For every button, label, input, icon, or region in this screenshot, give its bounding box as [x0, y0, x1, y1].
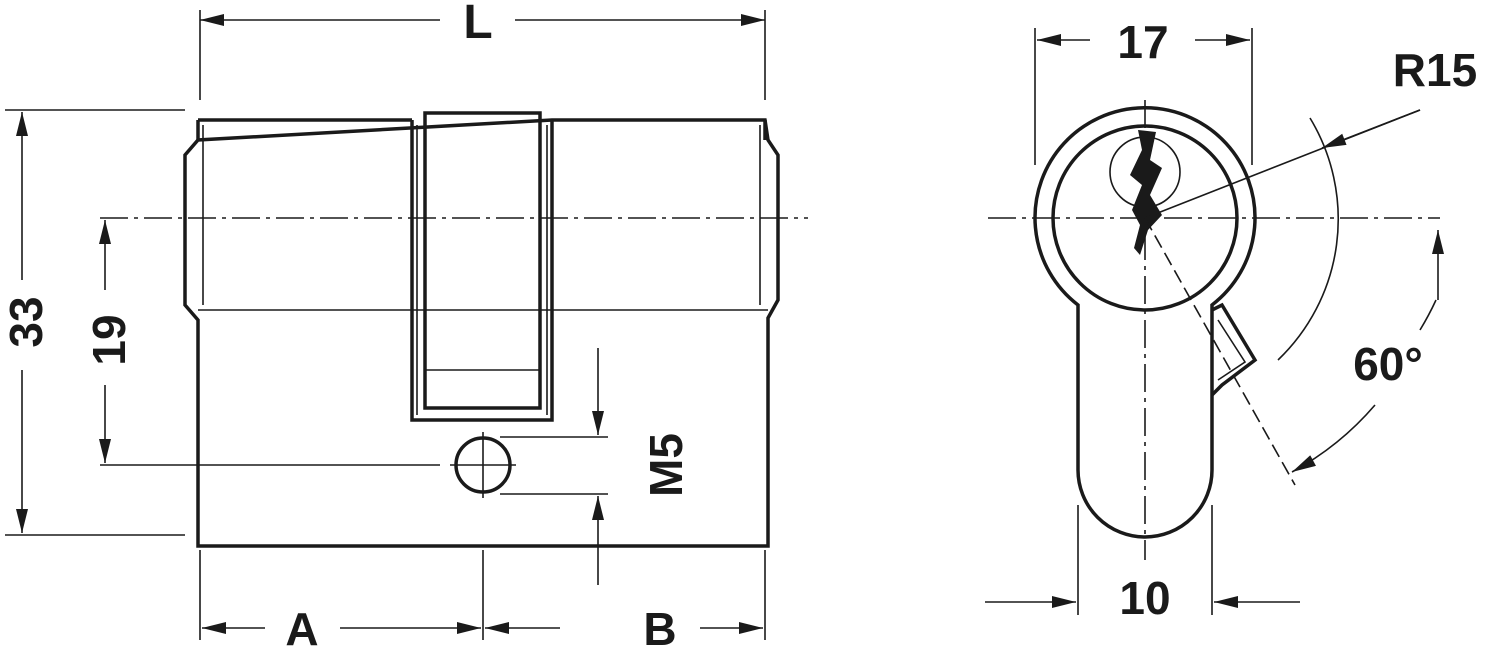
- dim-profile-width: 10: [1119, 572, 1170, 624]
- dim-b: B: [643, 603, 676, 646]
- cylinder-body: [183, 118, 780, 548]
- dim-width: 17: [1117, 16, 1168, 68]
- dim-length: L: [463, 0, 492, 49]
- screw-hole: [450, 432, 516, 498]
- cam-tab: [1210, 302, 1258, 397]
- profile-outline: [1033, 106, 1257, 539]
- keyway: [1130, 130, 1162, 255]
- dim-screw: M5: [640, 433, 692, 497]
- dim-angle: 60°: [1353, 338, 1423, 390]
- side-view: L 33 19 M5 A B: [0, 0, 808, 646]
- dim-center-offset: 19: [83, 314, 135, 365]
- dim-radius: R15: [1393, 44, 1477, 96]
- front-view: 17 R15 60° 10: [985, 16, 1477, 624]
- dim-a: A: [285, 603, 318, 646]
- cam: [410, 111, 554, 422]
- dim-height: 33: [0, 296, 52, 347]
